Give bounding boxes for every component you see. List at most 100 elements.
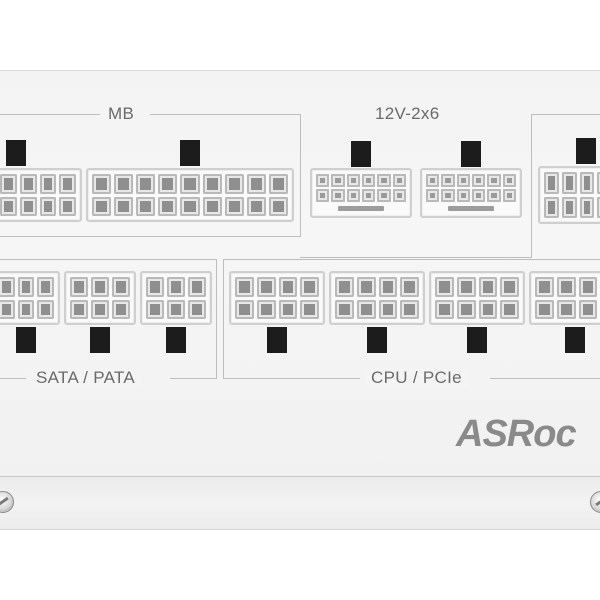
pin bbox=[456, 277, 476, 297]
mb-group-outline-top-right bbox=[150, 114, 300, 115]
latch-tab bbox=[461, 141, 481, 167]
pin bbox=[235, 299, 254, 319]
pin bbox=[91, 277, 109, 297]
pin bbox=[268, 196, 288, 216]
pin bbox=[136, 196, 156, 216]
pin bbox=[535, 277, 554, 297]
cpu-group-outline-bottom-left bbox=[223, 378, 360, 379]
mb-main-connector bbox=[86, 140, 294, 222]
sata-connector-3 bbox=[140, 271, 212, 353]
latch-tab bbox=[267, 327, 287, 353]
pin bbox=[556, 277, 576, 297]
pin bbox=[0, 277, 15, 297]
mb-label: MB bbox=[102, 105, 141, 123]
latch-tab bbox=[180, 140, 200, 166]
pin bbox=[597, 196, 600, 218]
connector-housing bbox=[0, 168, 82, 222]
latch-tab bbox=[467, 327, 487, 353]
pin bbox=[502, 174, 516, 187]
pin bbox=[535, 299, 554, 319]
pin bbox=[114, 174, 134, 194]
cpu-pcie-connector-1 bbox=[229, 271, 325, 353]
connector-housing bbox=[329, 271, 425, 325]
pin bbox=[180, 174, 200, 194]
pin bbox=[361, 189, 376, 202]
cpu-pcie-connector-2 bbox=[329, 271, 425, 353]
pin bbox=[112, 277, 130, 297]
connector-housing bbox=[229, 271, 325, 325]
latch-tab bbox=[576, 138, 596, 164]
pin bbox=[471, 174, 486, 187]
connector-housing bbox=[64, 271, 136, 325]
pin bbox=[92, 196, 112, 216]
pin bbox=[356, 299, 376, 319]
mb-group-outline-right bbox=[300, 114, 301, 236]
cpu-group-outline-left bbox=[223, 259, 224, 379]
pin bbox=[39, 174, 57, 194]
pin bbox=[70, 277, 88, 297]
pin bbox=[19, 174, 37, 194]
v12-group-outline-bottom bbox=[300, 257, 532, 258]
pin bbox=[146, 299, 164, 319]
pin bbox=[335, 299, 354, 319]
pin bbox=[426, 174, 440, 187]
pin bbox=[17, 277, 35, 297]
pin bbox=[91, 299, 109, 319]
connector-housing bbox=[0, 271, 60, 325]
pin bbox=[180, 196, 200, 216]
pin bbox=[441, 174, 455, 187]
12v-2x6-label: 12V-2x6 bbox=[375, 104, 440, 123]
sense-pins bbox=[338, 206, 384, 211]
pin bbox=[544, 172, 559, 194]
pin bbox=[346, 189, 360, 202]
latch-tab bbox=[166, 327, 186, 353]
pin bbox=[478, 299, 498, 319]
pin bbox=[278, 277, 298, 297]
pin bbox=[561, 196, 577, 218]
pin bbox=[92, 174, 112, 194]
latch-tab bbox=[351, 141, 371, 167]
pin bbox=[146, 277, 164, 297]
cpu-group-outline-top bbox=[223, 259, 600, 260]
pin bbox=[256, 299, 276, 319]
pin bbox=[202, 174, 222, 194]
pin bbox=[544, 196, 559, 218]
pin bbox=[202, 196, 222, 216]
pin bbox=[19, 196, 37, 216]
right-group-outline-top bbox=[531, 114, 600, 115]
pin bbox=[158, 174, 178, 194]
pin bbox=[556, 299, 576, 319]
sata-group-outline-right bbox=[216, 259, 217, 379]
pin bbox=[377, 189, 391, 202]
pin bbox=[224, 196, 244, 216]
pin bbox=[17, 299, 35, 319]
connector-housing bbox=[86, 168, 294, 222]
pin bbox=[224, 174, 244, 194]
mb-group-outline-bottom bbox=[0, 236, 301, 237]
sense-pins bbox=[448, 206, 494, 211]
12v-2x6-connector-1 bbox=[310, 141, 412, 218]
pin bbox=[441, 189, 455, 202]
pin bbox=[500, 299, 519, 319]
pin bbox=[377, 174, 391, 187]
pin bbox=[471, 189, 486, 202]
pin bbox=[579, 196, 595, 218]
pin bbox=[456, 189, 470, 202]
pin bbox=[356, 277, 376, 297]
pin bbox=[136, 174, 156, 194]
pin bbox=[478, 277, 498, 297]
pin bbox=[112, 299, 130, 319]
pin bbox=[188, 277, 206, 297]
latch-tab bbox=[565, 327, 585, 353]
pin bbox=[426, 189, 440, 202]
pin bbox=[400, 277, 419, 297]
pin bbox=[361, 174, 376, 187]
pin bbox=[158, 196, 178, 216]
pin bbox=[346, 174, 360, 187]
pin bbox=[0, 196, 17, 216]
pin bbox=[456, 299, 476, 319]
pin bbox=[392, 174, 406, 187]
pin bbox=[188, 299, 206, 319]
pin bbox=[0, 174, 17, 194]
cpu-pcie-connector-3 bbox=[429, 271, 525, 353]
